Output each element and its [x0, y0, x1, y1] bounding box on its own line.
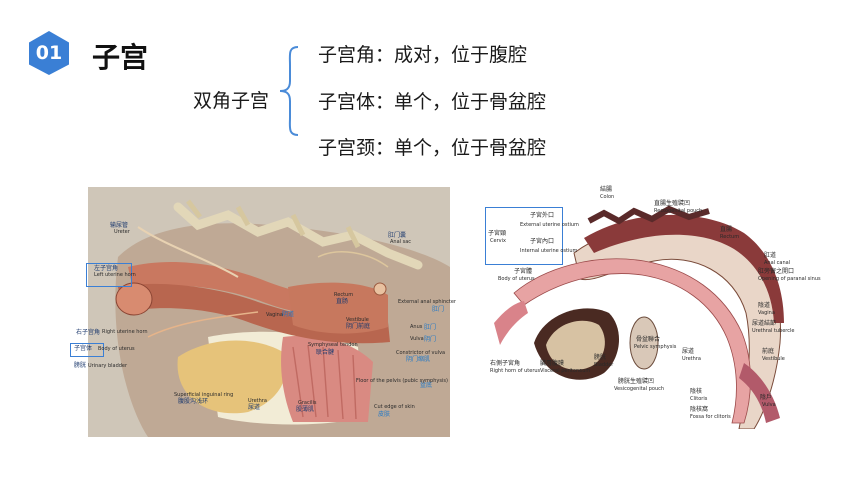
label-anal-sac-en: Anal sac [390, 239, 412, 245]
label-colon-en: Colon [600, 194, 615, 200]
label-paranal-cn: 肛旁竇之開口 [758, 268, 795, 275]
highlight-box-left-horn [86, 263, 132, 287]
label-rectum-cn: 直肠 [336, 298, 349, 305]
label-rectum-en: Rectum [720, 234, 740, 240]
page-title: 子宫 [92, 41, 149, 74]
label-vestibule-cn: 前庭 [762, 348, 775, 355]
label-symph-en: Pelvic symphysis [634, 344, 677, 350]
sagittal-section-illustration: 結腸 Colon 直腸生殖襞凹 Rectogenital pouch 直腸 Re… [484, 183, 821, 430]
label-gracilis-en: Gracilis [298, 400, 317, 406]
label-bladder-en: Urinary bladder [88, 363, 128, 369]
label-rectum-en: Rectum [334, 292, 354, 298]
label-vesico-en: Vesicogenital pouch [614, 386, 665, 392]
label-clitoris-en: Clitoris [690, 396, 708, 402]
label-right-horn-en: Right uterine horn [102, 329, 148, 335]
label-left-horn-en: Left uterine horn [94, 272, 136, 278]
label-paranal-en: Opening of paranal sinus [758, 276, 821, 282]
definition-line-cervix: 子宫颈：单个，位于骨盆腔 [318, 137, 547, 159]
label-inguinal-cn: 腹股沟浅环 [178, 398, 209, 405]
sagittal-drawing [484, 183, 804, 430]
definition-line-horn: 子宫角：成对，位于腹腔 [318, 44, 528, 66]
label-rectum-cn: 直腸 [720, 226, 733, 233]
label-anal-canal-en: Anal canal [764, 260, 791, 266]
label-symph-cn: 骨盆聯合 [636, 336, 661, 343]
label-fossa-en: Fossa for clitoris [690, 414, 731, 420]
term-label: 双角子宫 [193, 90, 270, 112]
label-bladder-cn: 膀胱 [74, 362, 87, 369]
label-symphysis-en: Symphyseal tendon [308, 342, 358, 348]
label-tubercle-en: Urethral tubercle [752, 328, 795, 334]
label-tubercle-cn: 尿道結節 [752, 320, 777, 327]
label-cervix-en: Cervix [490, 238, 506, 244]
label-urethra-en: Urethra [248, 398, 267, 404]
label-vagina-en: Vagina [266, 312, 283, 318]
label-skin-cn: 皮肤 [378, 411, 391, 418]
section-badge-icon [29, 31, 69, 75]
label-constrictor-en: Constrictor of vulva [396, 350, 446, 356]
label-ext-sphincter-en: External anal sphincter [398, 299, 456, 305]
label-urethra-en: Urethra [682, 356, 701, 362]
label-vagina-cn: 阴道 [282, 311, 295, 318]
label-vagina-cn: 陰道 [758, 302, 771, 309]
label-vesico-cn: 膀胱生殖襞凹 [618, 378, 655, 385]
label-int-os-cn: 子宮內口 [530, 238, 555, 245]
curly-brace-icon [279, 46, 299, 136]
label-vestibule-cn: 阴门前庭 [346, 323, 371, 330]
label-bladder-cn: 膀胱 [594, 354, 607, 361]
label-body-en: Body of uterus [498, 276, 535, 282]
label-ureter-cn: 输尿管 [110, 222, 129, 229]
label-peritoneum-en: Visceral peritoneum [540, 368, 591, 374]
label-fossa-cn: 陰核窩 [690, 406, 709, 413]
label-left-horn-cn: 左子宫角 [94, 265, 119, 272]
dissection-illustration: 输尿管 Ureter 左子宫角 Left uterine horn 右子宫角 R… [70, 187, 456, 437]
label-urethra-cn: 尿道 [682, 348, 695, 355]
highlight-box-cervix [485, 207, 563, 265]
label-pelvic-floor-en: Floor of the pelvis (pubic symphysis) [356, 378, 448, 384]
label-ext-os-cn: 子宮外口 [530, 212, 555, 219]
label-constrictor-cn: 阴门缩肌 [406, 356, 431, 363]
label-right-horn-cn: 右子宫角 [76, 329, 101, 336]
label-anus2-cn: 肛门 [424, 324, 437, 331]
label-ureter-en: Ureter [114, 229, 130, 235]
label-horn-en: Right horn of uterus [490, 368, 541, 374]
dissection-drawing [88, 187, 450, 437]
label-body-cn: 子宮體 [514, 268, 533, 275]
label-vestibule-en: Vestibule [762, 356, 785, 362]
label-cervix-cn: 子宮頸 [488, 230, 507, 237]
label-anal-canal-cn: 肛道 [764, 252, 777, 259]
label-inguinal-en: Superficial inguinal ring [174, 392, 234, 398]
label-vulva-cn: 陰戶 [760, 394, 773, 401]
label-horn-cn: 右側子宮角 [490, 360, 521, 367]
label-vagina-en: Vagina [758, 310, 775, 316]
label-ext-os-en: External uterine ostium [520, 222, 579, 228]
label-symphysis-cn: 联合腱 [316, 349, 335, 356]
label-anus-en: Anus [410, 324, 423, 330]
label-colon-cn: 結腸 [600, 186, 613, 193]
section-number: 01 [35, 42, 63, 64]
label-vulva-cn: 阴门 [424, 336, 437, 343]
label-clitoris-cn: 陰核 [690, 388, 703, 395]
highlight-box-body [70, 343, 104, 357]
label-body-cn: 子宫体 [74, 345, 93, 352]
label-skin-en: Cut edge of skin [374, 404, 415, 410]
label-pouch-cn: 直腸生殖襞凹 [654, 200, 691, 207]
label-vulva-en: Vulva [410, 336, 424, 342]
label-pouch-en: Rectogenital pouch [654, 208, 703, 214]
label-int-os-en: Internal uterine ostium [520, 248, 578, 254]
definition-line-body: 子宫体：单个，位于骨盆腔 [318, 91, 547, 113]
label-anal-sac-cn: 肛门囊 [388, 232, 407, 239]
label-peritoneum-cn: 臟層腹膜 [540, 360, 565, 367]
label-bladder-en: Bladder [594, 362, 614, 368]
label-body-en: Body of uterus [98, 346, 135, 352]
label-pelvic-floor-cn: 盆底 [420, 382, 433, 389]
label-vulva-en: Vulva [762, 402, 776, 408]
label-urethra-cn: 尿道 [248, 404, 261, 411]
label-gracilis-cn: 股薄肌 [296, 406, 315, 413]
label-anus-cn: 肛门 [432, 306, 445, 313]
label-vestibule-en: Vestibule [346, 317, 369, 323]
